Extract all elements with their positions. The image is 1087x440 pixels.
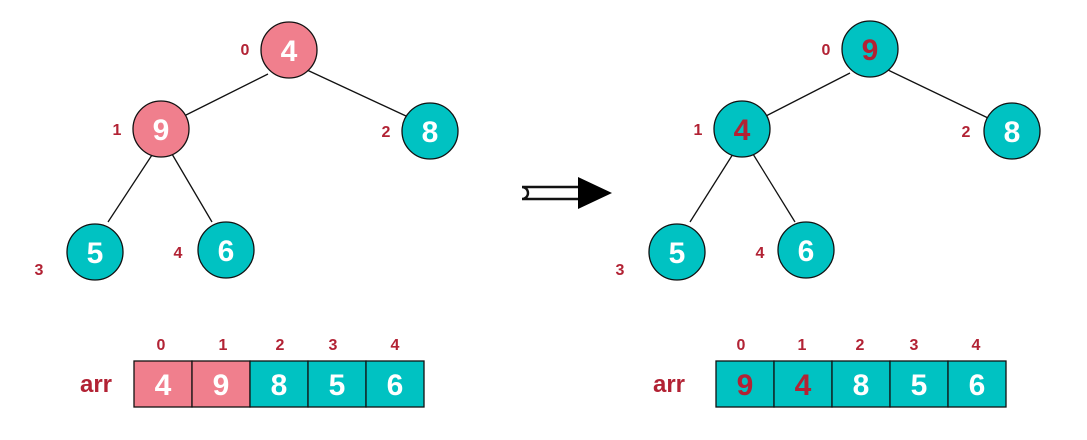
- node-index: 0: [822, 42, 831, 59]
- tree-edge: [306, 69, 407, 117]
- tree-edge: [179, 73, 269, 119]
- array-cell: [947, 360, 1007, 408]
- array-cell: [715, 360, 775, 408]
- array-index: 1: [219, 337, 228, 354]
- array-cell-value: 6: [387, 369, 404, 402]
- array-label: arr: [80, 371, 112, 398]
- array-index: 3: [329, 337, 338, 354]
- array-cell-value: 5: [911, 369, 928, 402]
- node-circle: [648, 223, 706, 281]
- node-circle: [983, 102, 1041, 160]
- node-circle: [777, 221, 835, 279]
- tree-edge: [689, 153, 734, 223]
- array-cell-value: 5: [329, 369, 346, 402]
- tree-node: 6 4: [174, 221, 255, 279]
- node-index: 2: [382, 124, 391, 141]
- array-cell: [307, 360, 367, 408]
- tree-node: 5 3: [616, 223, 706, 281]
- array-cell: [773, 360, 833, 408]
- tree-edge: [887, 69, 989, 119]
- transform-arrow: [521, 177, 612, 209]
- node-index: 2: [962, 124, 971, 141]
- node-value: 6: [798, 235, 815, 268]
- array-index: 4: [972, 337, 981, 354]
- node-value: 8: [422, 116, 439, 149]
- array-cell-value: 9: [737, 369, 754, 402]
- array-index: 0: [157, 337, 166, 354]
- tree-node: 9 1: [113, 100, 190, 158]
- array-cell: [365, 360, 425, 408]
- tree-edge: [761, 72, 851, 119]
- node-value: 5: [87, 237, 104, 270]
- arrow-shaft: [521, 185, 578, 201]
- node-index: 0: [241, 42, 250, 59]
- node-value: 4: [281, 35, 298, 68]
- node-value: 9: [153, 114, 170, 147]
- tree-node: 9 0: [822, 20, 899, 78]
- array-cell: [249, 360, 309, 408]
- tree-node: 6 4: [756, 221, 835, 279]
- array-cell-value: 4: [155, 369, 172, 402]
- node-value: 8: [1004, 116, 1021, 149]
- node-circle: [713, 100, 771, 158]
- before-array: arr 0 1 2 3 4 4 9 8 5 6: [80, 337, 425, 408]
- node-circle: [197, 221, 255, 279]
- array-cell: [831, 360, 891, 408]
- array-cell-value: 4: [795, 369, 812, 402]
- node-circle: [401, 102, 459, 160]
- arrow-head: [578, 177, 612, 209]
- before-tree: 4 0 9 1 8 2 5 3 6 4: [35, 21, 459, 281]
- array-index: 3: [910, 337, 919, 354]
- node-index: 4: [756, 245, 765, 262]
- tree-edge: [752, 153, 796, 223]
- array-index: 4: [391, 337, 400, 354]
- tree-node: 4 0: [241, 21, 318, 79]
- tree-edge: [171, 153, 213, 223]
- array-label: arr: [653, 371, 685, 398]
- node-index: 3: [35, 262, 44, 279]
- array-index: 2: [276, 337, 285, 354]
- node-index: 1: [113, 122, 122, 139]
- array-cell-value: 9: [213, 369, 230, 402]
- tree-node: 8 2: [382, 102, 459, 160]
- array-cell-value: 8: [853, 369, 870, 402]
- node-index: 4: [174, 245, 183, 262]
- array-index: 1: [798, 337, 807, 354]
- tree-node: 5 3: [35, 223, 124, 281]
- node-value: 4: [734, 114, 751, 147]
- node-value: 9: [862, 34, 879, 67]
- node-value: 6: [218, 235, 235, 268]
- node-circle: [260, 21, 318, 79]
- node-value: 5: [669, 237, 686, 270]
- tree-edge: [107, 154, 153, 223]
- node-index: 1: [694, 122, 703, 139]
- tree-node: 4 1: [694, 100, 771, 158]
- array-index: 0: [737, 337, 746, 354]
- node-circle: [66, 223, 124, 281]
- array-cell-value: 8: [271, 369, 288, 402]
- node-circle: [841, 20, 899, 78]
- after-tree: 9 0 4 1 8 2 5 3 6 4: [616, 20, 1041, 281]
- node-circle: [132, 100, 190, 158]
- tree-node: 8 2: [962, 102, 1041, 160]
- array-cell: [133, 360, 193, 408]
- node-index: 3: [616, 262, 625, 279]
- after-array: arr 0 1 2 3 4 9 4 8 5 6: [653, 337, 1007, 408]
- array-index: 2: [856, 337, 865, 354]
- array-cell-value: 6: [969, 369, 986, 402]
